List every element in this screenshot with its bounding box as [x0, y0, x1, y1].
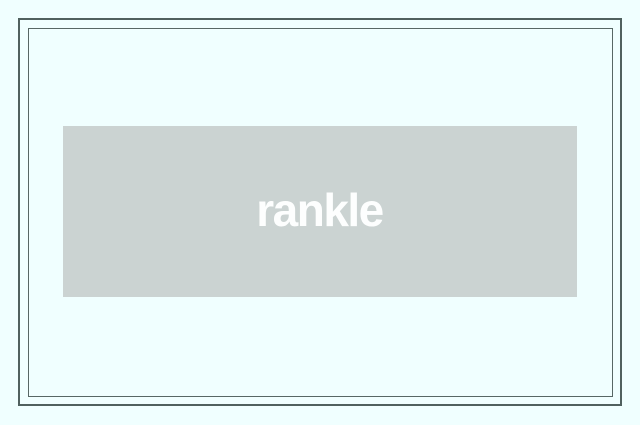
outer-frame-border: rankle	[18, 18, 622, 406]
inner-frame-border: rankle	[27, 27, 613, 397]
word-text: rankle	[256, 184, 384, 236]
word-card: rankle	[62, 125, 577, 297]
